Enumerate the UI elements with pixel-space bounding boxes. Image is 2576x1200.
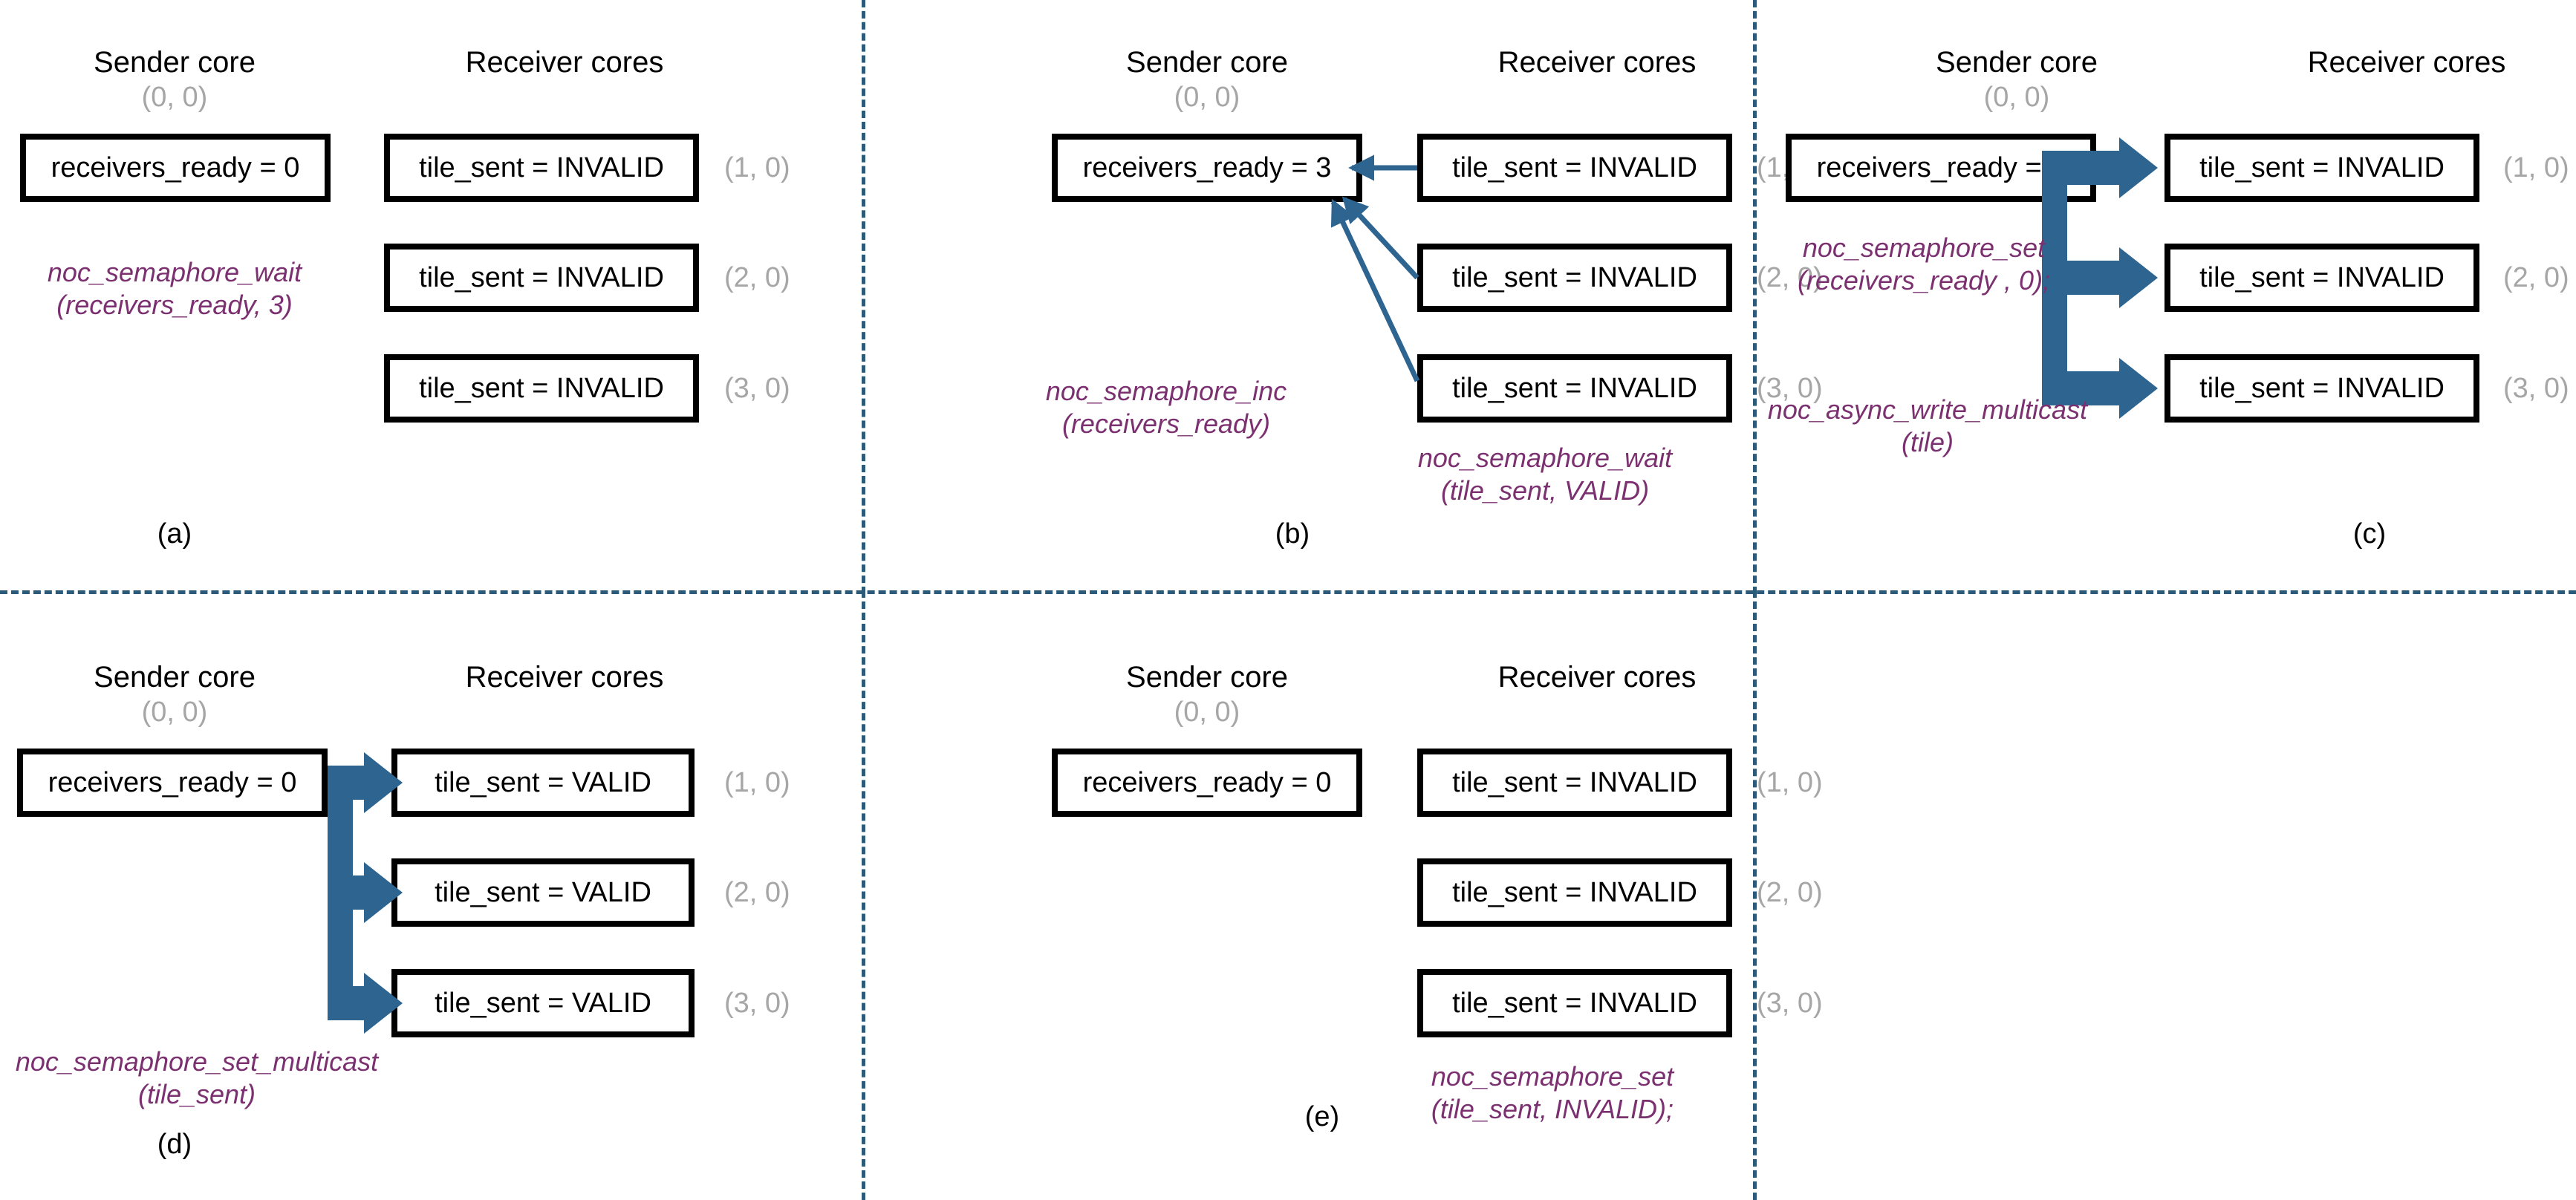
panel-d-semaphore-set-multicast-label: noc_semaphore_set_multicast (tile_sent) (4, 1046, 390, 1111)
panel-c-receiver-heading: Receiver cores (2307, 46, 2506, 79)
panel-d-receiver-coord-3: (3, 0) (724, 988, 790, 1019)
panel-c-semaphore-set-label: noc_semaphore_set (receivers_ready , 0); (1768, 232, 2080, 297)
panel-e-receiver-box-1: tile_sent = INVALID (1417, 749, 1732, 817)
panel-b-sender-coord: (0, 0) (1174, 82, 1240, 113)
panel-c-letter: (c) (2352, 518, 2387, 550)
panel-d-receiver-coord-2: (2, 0) (724, 877, 790, 908)
panel-c-receiver-coord-3: (3, 0) (2503, 373, 2569, 404)
api-label-line-1: noc_semaphore_set (1431, 1061, 1674, 1092)
panel-c-receiver-coord-1: (1, 0) (2503, 152, 2569, 183)
panel-a-receiver-box-3: tile_sent = INVALID (384, 354, 699, 423)
panel-d-sender-heading: Sender core (94, 661, 256, 694)
api-label-line-2: (tile_sent) (137, 1078, 256, 1109)
panel-b-sender-heading: Sender core (1126, 46, 1288, 79)
panel-c-receiver-box-2: tile_sent = INVALID (2164, 244, 2479, 312)
panel-b: Sender core (0, 0) Receiver cores receiv… (862, 0, 1823, 590)
panel-a-sender-coord: (0, 0) (141, 82, 208, 113)
panel-a-sender-heading: Sender core (94, 46, 256, 79)
api-label-line-2: (receivers_ready, 3) (56, 289, 293, 320)
panel-c-sender-coord: (0, 0) (1983, 82, 2050, 113)
api-label-line-2: (tile_sent, INVALID); (1431, 1093, 1674, 1124)
api-label-line-1: noc_semaphore_wait (1417, 443, 1673, 473)
horizontal-separator (0, 590, 2576, 594)
panel-e-receiver-coord-3: (3, 0) (1757, 988, 1823, 1019)
panel-e-receiver-coord-2: (2, 0) (1757, 877, 1823, 908)
panel-a-receiver-coord-2: (2, 0) (724, 262, 790, 293)
api-label-line-1: noc_async_write_multicast (1767, 394, 2088, 425)
panel-b-sender-api-label: noc_semaphore_inc (receivers_ready) (995, 375, 1337, 440)
panel-c-receiver-box-1: tile_sent = INVALID (2164, 134, 2479, 202)
panel-a: Sender core (0, 0) Receiver cores receiv… (0, 0, 862, 590)
panel-b-receiver-box-1: tile_sent = INVALID (1417, 134, 1732, 202)
panel-c-receiver-coord-2: (2, 0) (2503, 262, 2569, 293)
panel-c-multicast-write-label: noc_async_write_multicast (tile) (1753, 394, 2102, 459)
panel-a-sender-api-label: noc_semaphore_wait (receivers_ready, 3) (0, 256, 349, 322)
panel-e-sender-heading: Sender core (1126, 661, 1288, 694)
vertical-separator-3 (862, 590, 865, 1200)
panel-d-receiver-heading: Receiver cores (465, 661, 664, 694)
api-label-line-1: noc_semaphore_inc (1045, 376, 1287, 406)
multicast-spine (328, 766, 353, 1018)
api-label-line-2: (tile) (1902, 426, 1954, 457)
panel-c-receiver-box-3: tile_sent = INVALID (2164, 354, 2479, 423)
api-label-line-2: (tile_sent, VALID) (1440, 475, 1650, 506)
vertical-separator-4 (1753, 590, 1757, 1200)
panel-a-receiver-coord-1: (1, 0) (724, 152, 790, 183)
panel-d-sender-coord: (0, 0) (141, 697, 208, 728)
panel-b-sender-box: receivers_ready = 3 (1052, 134, 1362, 202)
panel-e-semaphore-set-label: noc_semaphore_set (tile_sent, INVALID); (1374, 1060, 1731, 1126)
vertical-separator-1 (862, 0, 865, 594)
panel-b-receiver-api-label: noc_semaphore_wait (tile_sent, VALID) (1374, 442, 1716, 507)
api-label-line-2: (receivers_ready) (1061, 408, 1271, 439)
panel-a-receiver-box-1: tile_sent = INVALID (384, 134, 699, 202)
panel-a-receiver-heading: Receiver cores (465, 46, 664, 79)
panel-d-receiver-box-2: tile_sent = VALID (391, 858, 695, 927)
panel-e: Sender core (0, 0) Receiver cores receiv… (862, 590, 1823, 1200)
panel-d-letter: (d) (157, 1129, 192, 1160)
api-label-line-1: noc_semaphore_wait (47, 257, 302, 287)
panel-e-receiver-box-2: tile_sent = INVALID (1417, 858, 1732, 927)
panel-a-receiver-coord-3: (3, 0) (724, 373, 790, 404)
api-label-line-1: noc_semaphore_set_multicast (15, 1046, 379, 1077)
panel-e-sender-coord: (0, 0) (1174, 697, 1240, 728)
panel-b-receiver-box-2: tile_sent = INVALID (1417, 244, 1732, 312)
api-label-line-2: (receivers_ready , 0); (1797, 264, 2051, 296)
panel-b-letter: (b) (1275, 518, 1310, 550)
panel-b-receiver-coord-3: (3, 0) (1757, 373, 1823, 404)
panel-b-receiver-heading: Receiver cores (1497, 46, 1697, 79)
panel-e-receiver-box-3: tile_sent = INVALID (1417, 969, 1732, 1037)
panel-e-letter: (e) (1304, 1101, 1340, 1132)
panel-a-letter: (a) (157, 518, 192, 550)
panel-b-receiver-coord-2: (2, 0) (1757, 262, 1823, 293)
panel-d-sender-box: receivers_ready = 0 (17, 749, 328, 817)
panel-c-sender-box: receivers_ready = 0 (1786, 134, 2096, 202)
panel-c: Sender core (0, 0) Receiver cores receiv… (1753, 0, 2576, 590)
vertical-separator-2 (1753, 0, 1757, 594)
arrow-receiver2-to-sender (1341, 196, 1419, 280)
panel-a-receiver-box-2: tile_sent = INVALID (384, 244, 699, 312)
arrow-receiver3-to-sender (1330, 198, 1420, 382)
panel-d-receiver-box-3: tile_sent = VALID (391, 969, 695, 1037)
api-label-line-1: noc_semaphore_set (1802, 232, 2046, 263)
panel-e-receiver-heading: Receiver cores (1497, 661, 1697, 694)
panel-b-receiver-box-3: tile_sent = INVALID (1417, 354, 1732, 423)
panel-e-receiver-coord-1: (1, 0) (1757, 767, 1823, 798)
panel-d-receiver-box-1: tile_sent = VALID (391, 749, 695, 817)
panel-d-receiver-coord-1: (1, 0) (724, 767, 790, 798)
panel-d: Sender core (0, 0) Receiver cores receiv… (0, 590, 862, 1200)
panel-e-sender-box: receivers_ready = 0 (1052, 749, 1362, 817)
panel-c-sender-heading: Sender core (1936, 46, 2098, 79)
panel-a-sender-box: receivers_ready = 0 (20, 134, 331, 202)
